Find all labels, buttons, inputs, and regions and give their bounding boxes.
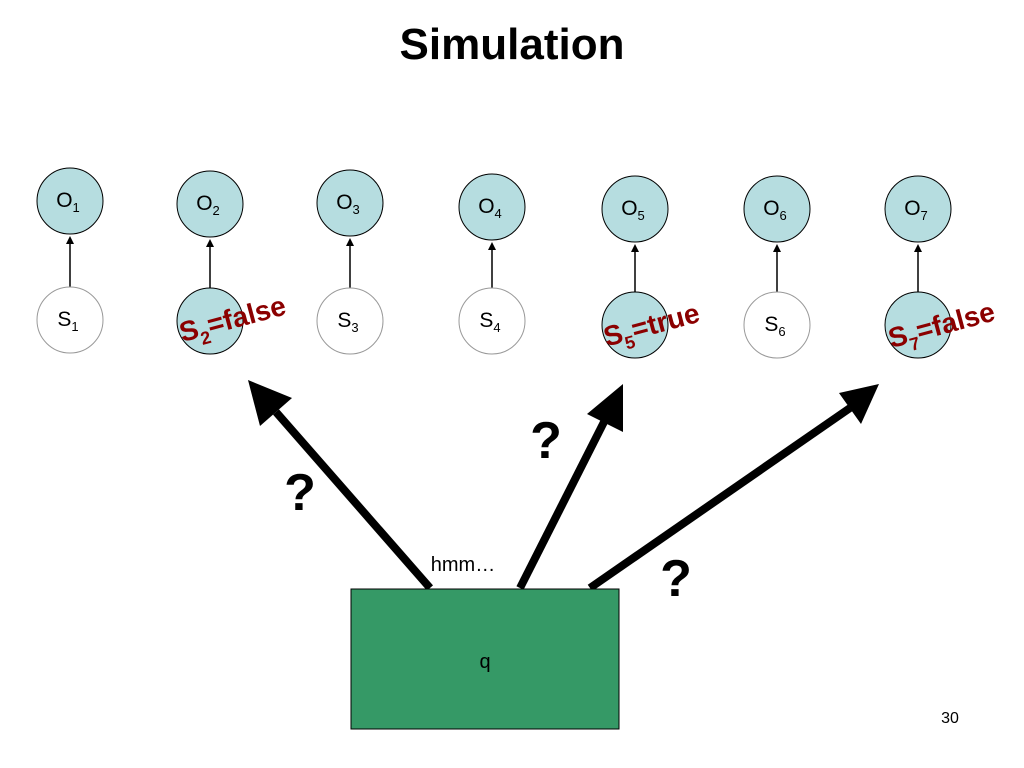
state-node-s6 <box>743 291 811 359</box>
question-mark-left: ? <box>284 464 316 522</box>
observation-nodes: O1 O2 O3 O4 O5 O6 O7 <box>36 167 952 243</box>
state-label-s3: S3 <box>337 309 358 335</box>
state-label-s6: S6 <box>764 313 785 339</box>
observation-node-o5 <box>601 175 669 243</box>
arrowhead-s5 <box>587 384 623 432</box>
observation-label-o6: O6 <box>763 197 787 223</box>
arrowhead-s7 <box>839 384 879 424</box>
q-box-label: q <box>479 651 490 673</box>
observation-label-o1: O1 <box>56 189 80 215</box>
state-node-s2 <box>176 287 244 355</box>
arrow-to-s5 <box>516 418 609 590</box>
observation-node-o1 <box>36 167 104 235</box>
thought-text: hmm… <box>431 554 495 576</box>
observation-node-o3 <box>316 169 384 237</box>
state-node-s1 <box>36 286 104 354</box>
arrow-to-s7 <box>587 404 853 592</box>
state-nodes: S1 S3 S4 S6 <box>36 286 952 359</box>
slide-title: Simulation <box>399 20 625 69</box>
sampling-arrows <box>248 380 879 592</box>
q-box <box>350 588 620 730</box>
state-node-s3 <box>316 287 384 355</box>
observation-node-o4 <box>458 173 526 241</box>
arrow-to-s2 <box>272 409 434 591</box>
observation-edges <box>66 236 922 292</box>
observation-label-o2: O2 <box>196 192 220 218</box>
observation-node-o2 <box>176 170 244 238</box>
state-label-s1: S1 <box>57 308 78 334</box>
question-mark-right: ? <box>660 550 692 608</box>
observation-label-o5: O5 <box>621 197 645 223</box>
question-mark-middle: ? <box>530 412 562 470</box>
state-node-s5 <box>601 291 669 359</box>
observation-label-o4: O4 <box>478 195 502 221</box>
observation-label-o3: O3 <box>336 191 360 217</box>
state-node-s7 <box>884 291 952 359</box>
observation-label-o7: O7 <box>904 197 928 223</box>
state-label-s4: S4 <box>479 309 500 335</box>
state-node-s4 <box>458 287 526 355</box>
arrowhead-s2 <box>248 380 292 426</box>
observation-node-o7 <box>884 175 952 243</box>
observation-node-o6 <box>743 175 811 243</box>
page-number: 30 <box>941 710 959 727</box>
